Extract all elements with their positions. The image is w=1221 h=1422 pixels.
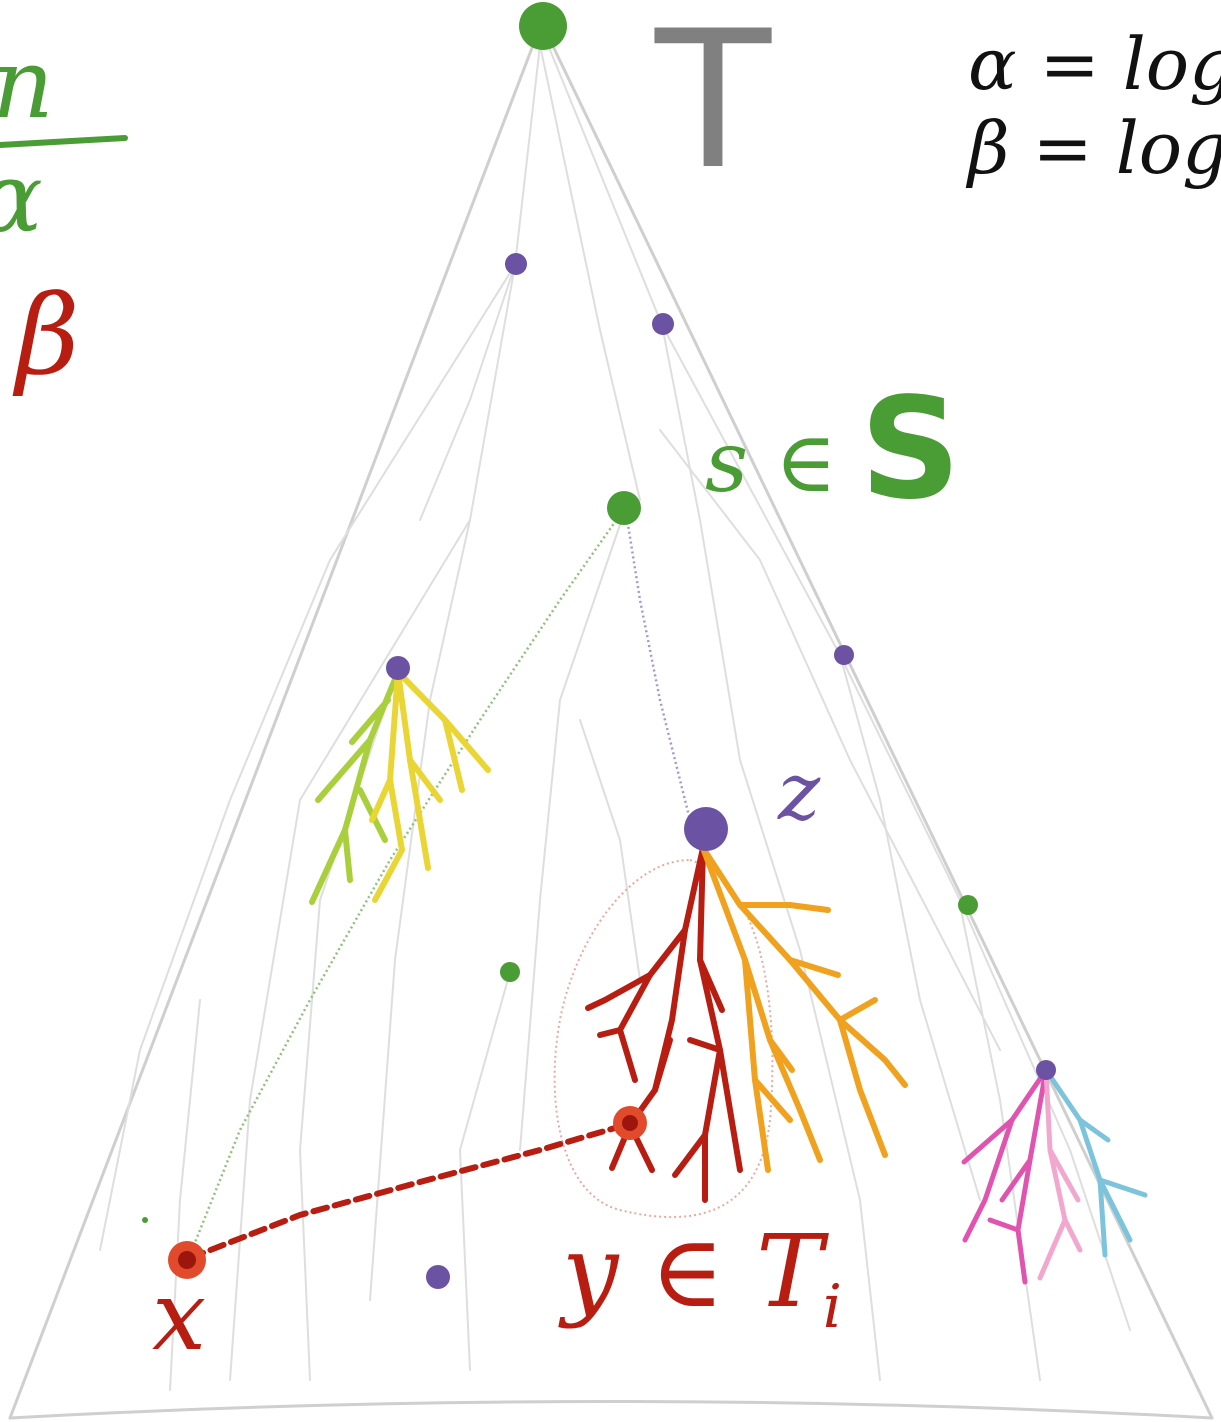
beta-label: β [16,271,80,399]
set-s-label: S [860,368,961,531]
node-z [684,807,728,851]
faint-branches [99,44,1131,1391]
tree-outline-right [548,38,1214,1420]
edge-x-y [187,1122,628,1261]
subtree-orange [700,845,908,1173]
beta-definition: β = log [968,106,1221,190]
tree-outline [8,38,1214,1420]
y-in-ti-subscript: i [822,1272,842,1342]
subtree-ti-contour [553,858,774,1219]
z-label: z [778,745,821,838]
node-purple [834,645,854,665]
node-purple [386,656,410,680]
fraction-numerator: n [0,36,54,132]
node-purple [1036,1060,1056,1080]
s-in-prefix: s ∈ [705,413,837,511]
path-s-to-z [624,511,692,821]
x-label: x [152,1260,207,1372]
fraction-denominator: α [0,150,43,246]
tree-outline-left [8,38,537,1420]
y-in-ti-main: y ∈ T [562,1213,823,1330]
tree-label: T [655,0,772,211]
fraction-bar [0,135,128,148]
node-green [958,895,978,915]
node-x [168,1241,206,1279]
y-in-ti-label: y ∈ Ti [562,1222,842,1338]
subtree-pink-blue [961,1067,1148,1285]
alpha-definition: α = log [968,22,1221,106]
root-node [519,2,567,50]
node-green [500,962,520,982]
node-purple [505,253,527,275]
tree-outline-bottom [8,1400,1214,1420]
node-s [607,491,641,525]
subtree-ti [585,845,743,1203]
node-purple [426,1265,450,1289]
subtree-lime-yellow [309,669,491,905]
node-purple [652,313,674,335]
node-y [613,1106,647,1140]
node-green-tiny [142,1217,148,1223]
